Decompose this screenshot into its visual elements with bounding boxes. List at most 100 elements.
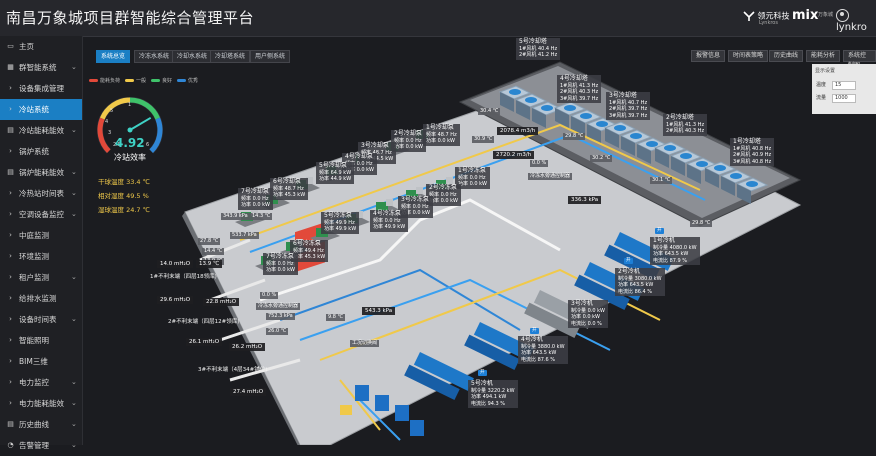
plant-3d-scene [182,61,802,445]
chiller-on-badge[interactable]: 开 [530,328,539,334]
gauge-tick: 2.5 [113,142,121,148]
sidebar-item-label: 锅炉能耗能效 [19,168,64,177]
sidebar-item[interactable]: ›设备集成管理 [0,78,82,99]
chevron-right-icon: › [9,399,12,407]
sidebar-item[interactable]: ▦群智能系统⌄ [0,57,82,78]
weather-stat: 相对湿度 49.5 % [98,192,149,200]
sidebar-item-label: 电力监控 [19,378,49,387]
chiller-unit [404,352,474,400]
tab-4[interactable]: 用户侧系统 [250,50,291,63]
toolbar-button[interactable]: 系统控制图 [843,50,876,69]
sidebar-item[interactable]: ›BIM三维 [0,351,82,372]
lynkros-logo-icon [743,11,755,21]
cooling-tower-fan [585,117,619,144]
misc-label: 27.4 mH₂O [230,388,267,396]
tip-line: 电流比 94.3 % [471,400,506,407]
cooling-tower-fan [603,121,637,148]
tab-3[interactable]: 冷却塔系统 [210,50,251,63]
cooling-tower-fan [553,101,587,128]
chiller-units [404,232,674,400]
sensor-value: 543.3 kPa [362,307,396,315]
sidebar-item[interactable]: ▭主页 [0,36,82,57]
sidebar-item[interactable]: ›冷热站时间表⌄ [0,183,82,204]
tip-line: 制冷量 3080.0 kW [618,275,662,282]
sidebar-item[interactable]: ▤冷站能耗能效⌄ [0,120,82,141]
chevron-down-icon: ⌄ [71,63,77,71]
mixc-logo: mix [792,8,819,23]
tab-2[interactable]: 冷却水系统 [172,50,213,63]
cooling-tower-fan [635,137,669,164]
sensor-value: 9.8 ℃ [326,314,346,321]
sidebar-item[interactable]: ›租户监测⌄ [0,267,82,288]
sidebar-item[interactable]: ›空调设备监控⌄ [0,204,82,225]
tip-line: 功率 0.0 kW [571,314,600,320]
cooling-tower-fan [719,169,753,196]
sidebar-item-label: 冷热站时间表 [19,189,64,198]
sidebar-item[interactable]: ›锅炉系统 [0,141,82,162]
tip-line: 2#风机 40.9 Hz [733,152,772,158]
chiller-on-badge[interactable]: 开 [478,370,487,376]
display-settings-panel: 显示设置 温度 15 流量 1000 [812,64,876,114]
tip-line: 功率 0.0 kW [429,198,458,204]
chiller-on-badge[interactable]: 开 [655,228,664,234]
sidebar-item[interactable]: ›设备时间表⌄ [0,309,82,330]
sidebar-item-label: 空调设备监控 [19,210,64,219]
chart-icon: ▤ [7,126,14,134]
sidebar-item[interactable]: ›电力能耗能效⌄ [0,393,82,414]
flow-input[interactable]: 1000 [832,94,856,103]
sidebar-item[interactable]: ▤历史曲线⌄ [0,414,82,435]
toolbar-button[interactable]: 历史曲线 [769,50,804,62]
sidebar-item-label: 智能照明 [19,336,49,345]
tip-title: 2号冷冻泵 [429,184,457,191]
legend-item: 良好 [151,77,172,84]
tip-line: 功率 45.3 kW [273,192,306,198]
tip-title: 1号冷机 [653,237,675,244]
tip-line: 频率 49.9 Hz [324,219,355,226]
temperature-input[interactable]: 15 [832,81,856,90]
tab-0[interactable]: 系统总览 [96,50,131,63]
sidebar-item[interactable]: ›电力监控⌄ [0,372,82,393]
tip-line: 频率 48.7 Hz [361,149,392,156]
sidebar-item[interactable]: ›冷站系统 [0,99,82,120]
sidebar-item[interactable]: ›中庭监测 [0,225,82,246]
misc-label: 29.6 mH₂O [157,296,194,304]
gauge-tick: 1 [128,102,131,108]
cooling-tower-fan [530,101,564,128]
tip-line: 制冷量 4080.0 kW [653,244,697,251]
chart-icon: ▤ [7,168,14,176]
sidebar-item-label: 历史曲线 [19,420,49,429]
chevron-right-icon: › [9,315,12,323]
cooling-tower-fan [653,141,687,168]
toolbar-button[interactable]: 报警信息 [691,50,726,62]
sidebar-item[interactable]: ◔告警管理⌄ [0,435,82,456]
tab-1[interactable]: 冷冻水系统 [134,50,175,63]
sensor-value: 30.1 ℃ [650,177,673,184]
chevron-down-icon: ⌄ [71,420,77,428]
sidebar-item[interactable]: ›给排水监测 [0,288,82,309]
user-menu[interactable]: lynkro [836,9,876,33]
brand-logo-lynkros: 领元科技 Lynkros [743,10,790,26]
tip-line: 功率 49.9 kW [373,224,406,230]
efficiency-legend: 能耗负荷一般良好优秀 [89,77,203,84]
toolbar-button[interactable]: 时间表策略 [728,50,769,62]
tip-line: 1#风机 40.4 Hz [519,45,558,52]
sidebar-item[interactable]: ▤锅炉能耗能效⌄ [0,162,82,183]
sensor-value: 29.8 ℃ [563,133,586,140]
sidebar-item[interactable]: ›环境监测 [0,246,82,267]
chiller-on-badge[interactable]: 开 [624,258,633,264]
toolbar-button[interactable]: 能耗分析 [806,50,841,62]
chevron-down-icon: ⌄ [71,126,77,134]
tip-line: 频率 0.0 Hz [373,217,401,224]
misc-label: 冷冻水旁通控制器 [256,303,301,310]
tip-line: 功率 0.0 kW [394,144,423,150]
tip-line: 功率 49.9 kW [324,226,357,232]
chevron-right-icon: › [9,378,12,386]
sensor-value: 14.4 ℃ [202,248,225,255]
chevron-down-icon: ⌄ [71,399,77,407]
chevron-right-icon: › [9,294,12,302]
tip-title: 4号冷却塔 [560,75,588,82]
sidebar-item[interactable]: ›智能照明 [0,330,82,351]
